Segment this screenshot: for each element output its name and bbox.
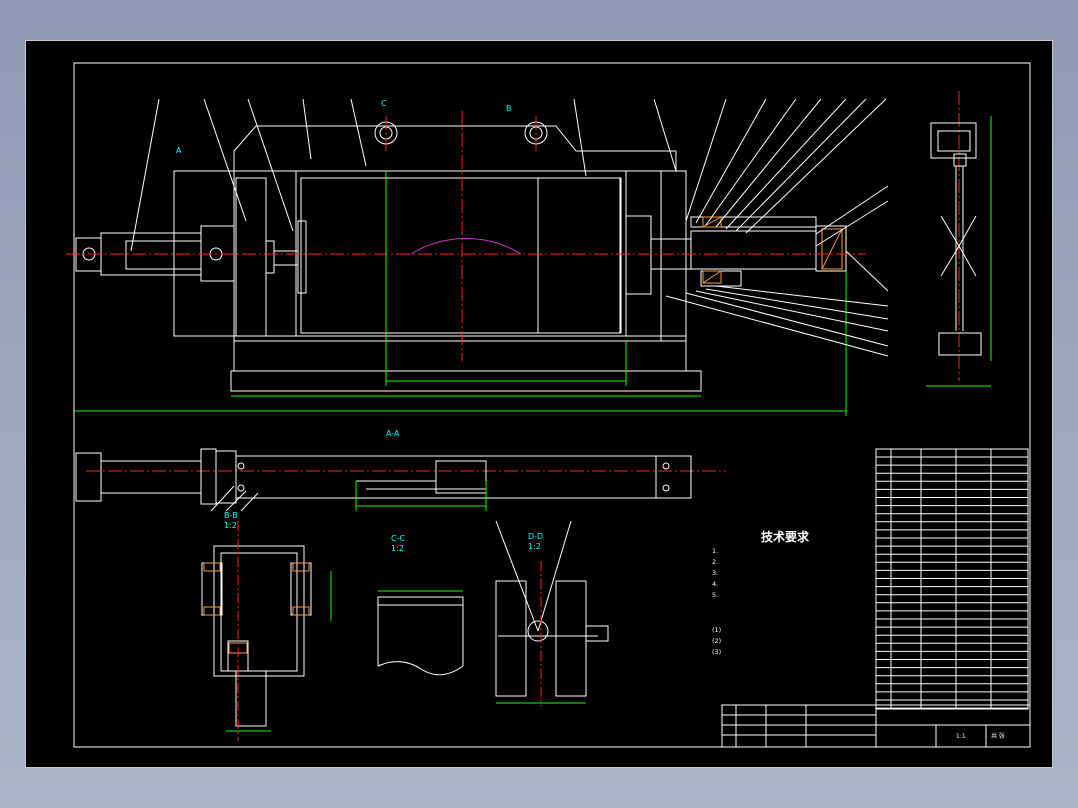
cad-drawing: A B C A-A B-B 1:2 C-C 1:2 D-D 1:2 1:1 共 …: [66, 62, 1031, 748]
tech-requirement-line: 4.: [712, 580, 719, 588]
scale-value: 1:1: [956, 733, 966, 740]
cut-mark-b: B: [506, 104, 512, 113]
dimension-lines: [74, 171, 847, 416]
tech-requirements-title: 技术要求: [761, 530, 810, 544]
tech-requirement-line: (3): [712, 648, 722, 656]
section-bb-dims: [226, 571, 332, 732]
section-bb-view: [201, 545, 312, 727]
tech-requirement-line: (1): [712, 626, 722, 634]
side-view-dims: [926, 116, 992, 387]
title-block: [721, 704, 1031, 748]
centerlines: [66, 91, 960, 472]
tech-requirement-line: 5.: [712, 591, 719, 599]
label-dd-scale: 1:2: [528, 542, 541, 551]
section-bb-hatch: [203, 562, 310, 654]
cut-mark-c: C: [381, 99, 387, 108]
sheet-count: 共 张: [991, 732, 1005, 740]
tech-requirement-line: (2): [712, 637, 722, 645]
swing-arc: [410, 237, 522, 255]
label-aa: A-A: [386, 429, 400, 438]
leader-lines: [130, 98, 889, 357]
tech-requirement-line: 1.: [712, 547, 719, 555]
cut-mark-a: A: [176, 146, 182, 155]
side-view: [930, 122, 982, 356]
cad-viewport[interactable]: A B C A-A B-B 1:2 C-C 1:2 D-D 1:2 1:1 共 …: [25, 40, 1053, 768]
cut-markers: A B C A-A B-B 1:2 C-C 1:2 D-D 1:2: [176, 99, 543, 553]
label-cc: C-C: [391, 534, 405, 543]
section-aa-dims: [355, 481, 487, 511]
tech-requirement-line: 3.: [712, 569, 719, 577]
section-cc-view: [377, 596, 464, 676]
parts-list-rows: [876, 456, 1028, 709]
section-dd-view: [495, 520, 609, 697]
tech-requirement-line: 2.: [712, 558, 719, 566]
label-bb: B-B: [224, 511, 238, 520]
sheet-frame: [73, 62, 1031, 748]
section-aa-view: [75, 448, 692, 512]
label-dd: D-D: [528, 532, 543, 541]
label-bb-scale: 1:2: [224, 521, 237, 530]
title-block-text: 1:1 共 张: [956, 732, 1005, 740]
label-cc-scale: 1:2: [391, 544, 404, 553]
